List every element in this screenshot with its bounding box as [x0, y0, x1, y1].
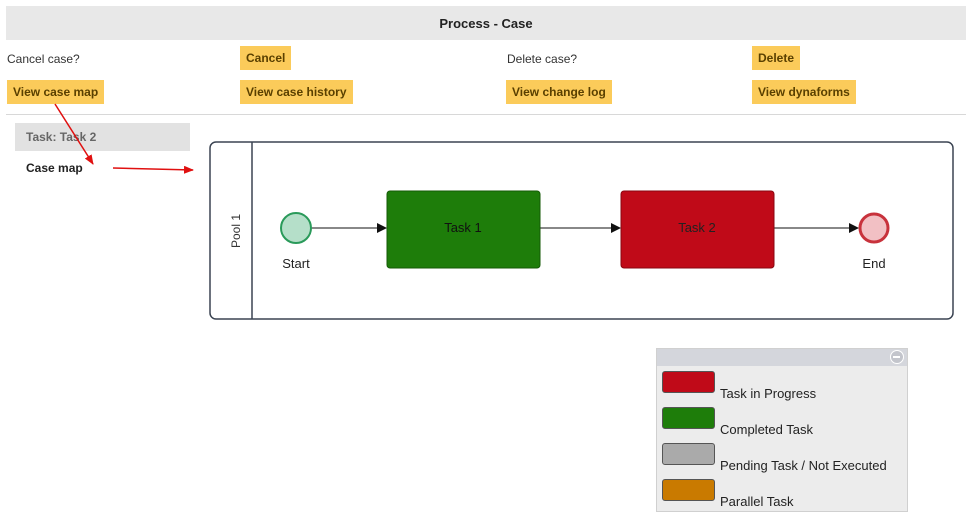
collapse-icon[interactable] [890, 350, 904, 364]
view-dynaforms-button[interactable]: View dynaforms [752, 80, 856, 104]
legend-item-in-progress: Task in Progress [662, 371, 902, 401]
start-event-icon[interactable] [280, 212, 312, 244]
view-case-map-button[interactable]: View case map [7, 80, 105, 104]
legend-swatch-parallel [662, 479, 715, 501]
legend-label-in-progress: Task in Progress [720, 386, 817, 401]
task2-box[interactable] [620, 190, 775, 269]
task2-label: Task 2 [678, 220, 716, 235]
page-title: Process - Case [439, 15, 533, 31]
task1-box[interactable] [386, 190, 541, 269]
annotation-arrow-2 [112, 165, 194, 174]
legend-header [657, 349, 907, 366]
view-case-history-button[interactable]: View case history [240, 80, 353, 104]
legend-item-completed: Completed Task [662, 407, 902, 437]
end-event-icon[interactable] [858, 212, 890, 244]
section-divider [6, 114, 966, 115]
sidebar-item-case-map[interactable]: Case map [26, 161, 83, 175]
delete-case-prompt: Delete case? [507, 52, 578, 66]
legend-label-pending: Pending Task / Not Executed [720, 458, 887, 473]
start-event-label: Start [282, 256, 310, 271]
task1-label: Task 1 [444, 220, 482, 235]
cancel-button[interactable]: Cancel [240, 46, 292, 70]
pool-box [209, 141, 954, 320]
legend-swatch-pending [662, 443, 715, 465]
page-header: Process - Case [6, 6, 966, 40]
legend-swatch-in-progress [662, 371, 715, 393]
legend-item-parallel: Parallel Task [662, 479, 902, 509]
delete-button[interactable]: Delete [752, 46, 801, 70]
annotation-arrow-1 [54, 103, 94, 165]
pool-label: Pool 1 [229, 214, 243, 248]
end-event-label: End [862, 256, 885, 271]
legend-swatch-completed [662, 407, 715, 429]
cancel-case-prompt: Cancel case? [7, 52, 80, 66]
legend-label-completed: Completed Task [720, 422, 813, 437]
view-change-log-button[interactable]: View change log [506, 80, 612, 104]
legend-panel: Task in Progress Completed Task Pending … [656, 348, 908, 512]
legend-label-parallel: Parallel Task [720, 494, 794, 509]
legend-item-pending: Pending Task / Not Executed [662, 443, 902, 473]
